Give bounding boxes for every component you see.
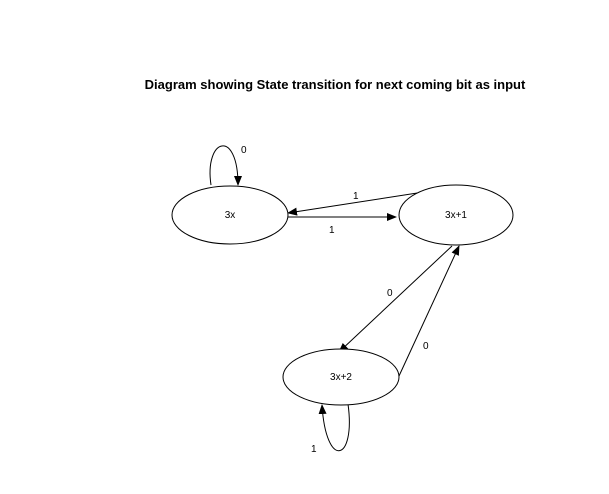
transition-label-s2-s1: 0 [423, 341, 429, 352]
state-label-3x: 3x [225, 210, 236, 221]
transition-arrow-s2-s1 [398, 245, 460, 377]
transition-label-s0-s1: 1 [329, 225, 335, 236]
state-label-3x-plus-1: 3x+1 [445, 210, 467, 221]
transition-arrow-s2-self [318, 403, 350, 452]
state-node-3x [171, 185, 289, 245]
transition-label-s1-s0: 1 [353, 191, 359, 202]
transition-label-s1-s2: 0 [387, 288, 393, 299]
transition-label-s2-self: 1 [311, 444, 317, 455]
transition-label-s0-self: 0 [241, 145, 247, 156]
state-node-3x-plus-2 [282, 348, 400, 406]
state-label-3x-plus-2: 3x+2 [330, 372, 352, 383]
state-node-3x-plus-1 [398, 184, 514, 246]
diagram-title: Diagram showing State transition for nex… [145, 77, 526, 92]
transition-arrow-s0-self [209, 145, 242, 186]
transition-arrow-s1-s2 [338, 245, 453, 353]
